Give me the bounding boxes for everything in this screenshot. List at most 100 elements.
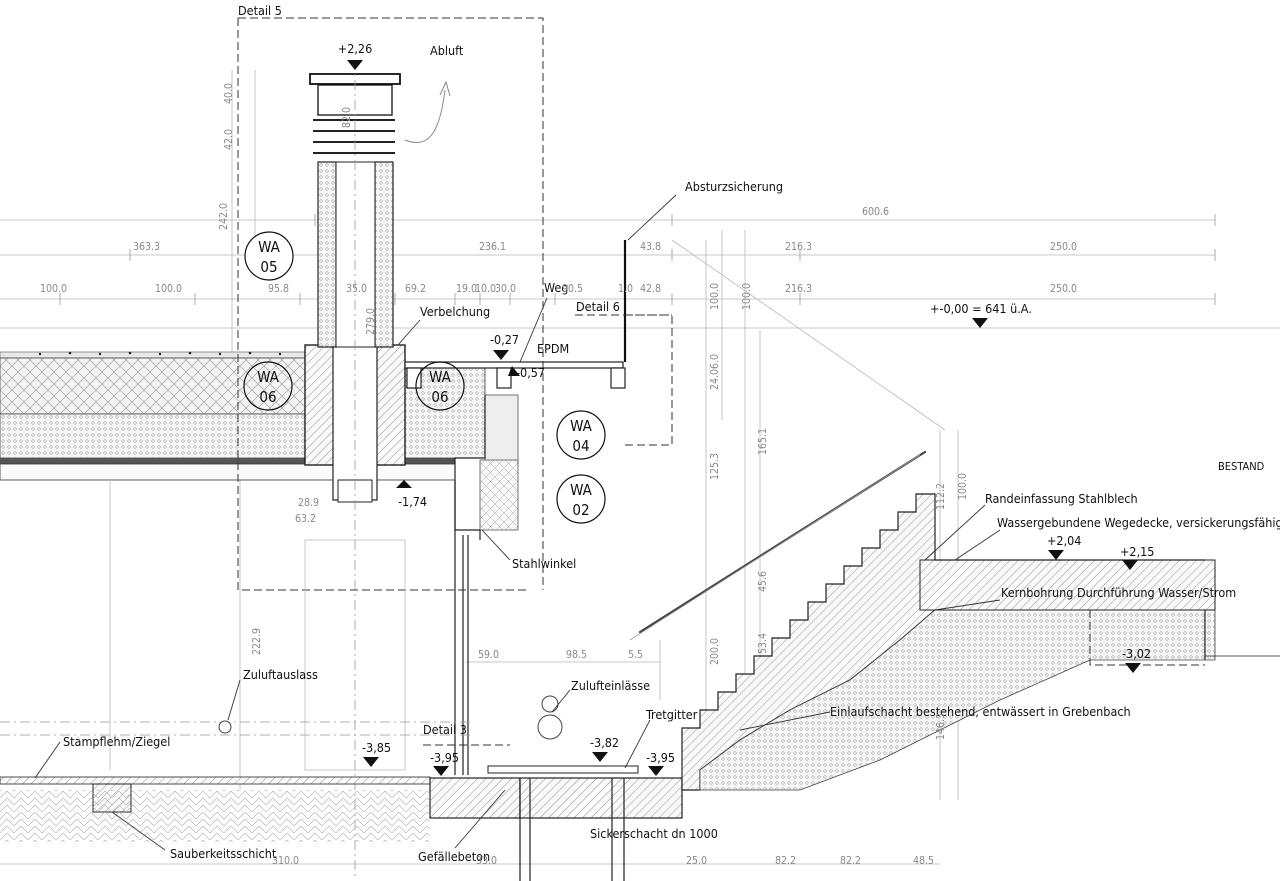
epdm-label: EPDM <box>537 341 569 356</box>
annotation-text: Detail 5 Detail 6 Detail 3 Abluft Abstur… <box>63 3 1280 864</box>
level-204: +2,04 <box>1047 533 1081 548</box>
dim-1122: 112.2 <box>935 483 947 510</box>
tag-wa04-top: WA <box>570 417 593 435</box>
dim-2229: 222.9 <box>251 628 263 655</box>
tag-wa06a-top: WA <box>257 368 280 386</box>
level-m027: -0,27 <box>490 332 519 347</box>
dim-2163a: 216.3 <box>785 241 812 253</box>
dim-534: 53.4 <box>757 633 769 654</box>
dim-350: 35.0 <box>346 283 367 295</box>
dim-250: 25.0 <box>686 855 707 867</box>
tag-wa06a-bottom: 06 <box>259 388 276 406</box>
dim-100: 10.0 <box>475 283 496 295</box>
dim-985: 98.5 <box>566 649 587 661</box>
dim-485: 48.5 <box>913 855 934 867</box>
dim-2500b: 250.0 <box>1050 283 1077 295</box>
weg-label: Weg <box>544 280 568 295</box>
level-m057: -0,57 <box>516 365 545 380</box>
sickerschacht-label: Sickerschacht dn 1000 <box>590 826 718 841</box>
dim-822a: 82.2 <box>775 855 796 867</box>
tag-wa02-top: WA <box>570 481 593 499</box>
zulufteinlaesse-label: Zulufteinlässe <box>571 678 650 693</box>
wassergebunden-label: Wassergebundene Wegedecke, versickerungs… <box>997 515 1280 530</box>
sauberkeit-label: Sauberkeitsschicht <box>170 846 277 861</box>
lower-room <box>0 480 683 881</box>
level-215: +2,15 <box>1120 544 1154 559</box>
stampflehm-label: Stampflehm/Ziegel <box>63 734 170 749</box>
dim-1463: 146.3 <box>935 713 947 740</box>
reference-level-label: +-0,00 = 641 ü.A. <box>930 301 1032 316</box>
zuluftauslass-label: Zuluftauslass <box>243 667 318 682</box>
abluft-label: Abluft <box>430 43 464 58</box>
level-m382: -3,82 <box>590 735 619 750</box>
level-226: +2,26 <box>338 41 372 56</box>
dim-456: 45.6 <box>757 571 769 592</box>
dim-2163b: 216.3 <box>785 283 812 295</box>
exhaust-shaft <box>304 60 451 880</box>
dim-1000v2: 100.0 <box>741 283 753 310</box>
vertical-dimension-text: 242.0 40.0 42.0 279.0 82.0 100.0 100.0 2… <box>218 83 969 740</box>
dim-330: 33.0 <box>476 855 497 867</box>
dim-2790: 279.0 <box>365 308 377 335</box>
dim-3100: 310.0 <box>272 855 299 867</box>
stahlwinkel-label: Stahlwinkel <box>512 556 576 571</box>
dim-400: 40.0 <box>223 83 235 104</box>
tag-wa06b-bottom: 06 <box>431 388 448 406</box>
dim-820: 82.0 <box>341 107 353 128</box>
dim-1000v3: 100.0 <box>957 473 969 500</box>
dim-1000b: 100.0 <box>155 283 182 295</box>
tag-wa05-top: WA <box>258 238 281 256</box>
detail6-label: Detail 6 <box>576 299 620 314</box>
dim-958: 95.8 <box>268 283 289 295</box>
leader-lines <box>34 194 1001 851</box>
detail3-label: Detail 3 <box>423 722 467 737</box>
dim-289: 28.9 <box>298 497 319 509</box>
bestand-label: BESTAND <box>1218 460 1265 473</box>
kernbohrung-label: Kernbohrung Durchführung Wasser/Strom <box>1001 585 1236 600</box>
dim-10: 1.0 <box>618 283 633 295</box>
dim-428: 42.8 <box>640 283 661 295</box>
level-m395a: -3,95 <box>430 750 459 765</box>
tag-wa05-bottom: 05 <box>260 258 277 276</box>
dim-6006: 600.6 <box>862 206 889 218</box>
dim-2406: 24.06.0 <box>709 354 721 390</box>
randeinfassung-label: Randeinfassung Stahlblech <box>985 491 1138 506</box>
level-m385: -3,85 <box>362 740 391 755</box>
level-text: +2,26 -0,27 -0,57 -1,74 +2,04 +2,15 -3,0… <box>338 41 1155 765</box>
dim-2361: 236.1 <box>479 241 506 253</box>
dim-1651: 165.1 <box>757 428 769 455</box>
dim-1000v1: 100.0 <box>709 283 721 310</box>
einlaufschacht-label: Einlaufschacht bestehend, entwässert in … <box>830 704 1131 719</box>
verbelchung-label: Verbelchung <box>420 304 490 319</box>
dim-55: 5.5 <box>628 649 643 661</box>
tag-wa04-bottom: 04 <box>572 437 589 455</box>
gefaelle-label: Gefällebeton <box>418 849 490 864</box>
absturz-label: Absturzsicherung <box>685 179 783 194</box>
dim-3633: 363.3 <box>133 241 160 253</box>
stair-terrain <box>629 450 1280 791</box>
dim-2000: 200.0 <box>709 638 721 665</box>
dim-1253: 125.3 <box>709 453 721 480</box>
tag-wa06b-top: WA <box>429 368 452 386</box>
tretgitter-label: Tretgitter <box>645 707 698 722</box>
dim-692: 69.2 <box>405 283 426 295</box>
dim-2500a: 250.0 <box>1050 241 1077 253</box>
detail5-label: Detail 5 <box>238 3 282 18</box>
dim-822b: 82.2 <box>840 855 861 867</box>
level-markers <box>347 60 1141 776</box>
dim-438: 43.8 <box>640 241 661 253</box>
level-m302: -3,02 <box>1122 646 1151 661</box>
level-m174: -1,74 <box>398 494 427 509</box>
dim-300: 30.0 <box>495 283 516 295</box>
dim-590: 59.0 <box>478 649 499 661</box>
dim-1000a: 100.0 <box>40 283 67 295</box>
wa-tag-text: WA 05 WA 06 WA 06 WA 04 WA 02 <box>257 238 593 519</box>
dim-905: 90.5 <box>562 283 583 295</box>
dim-190: 19.0 <box>456 283 477 295</box>
dim-2420: 242.0 <box>218 203 230 230</box>
dim-632: 63.2 <box>295 513 316 525</box>
level-m395b: -3,95 <box>646 750 675 765</box>
walkway <box>404 239 946 446</box>
dimension-text: 600.6 363.3 236.1 43.8 216.3 250.0 100.0… <box>40 206 1077 867</box>
